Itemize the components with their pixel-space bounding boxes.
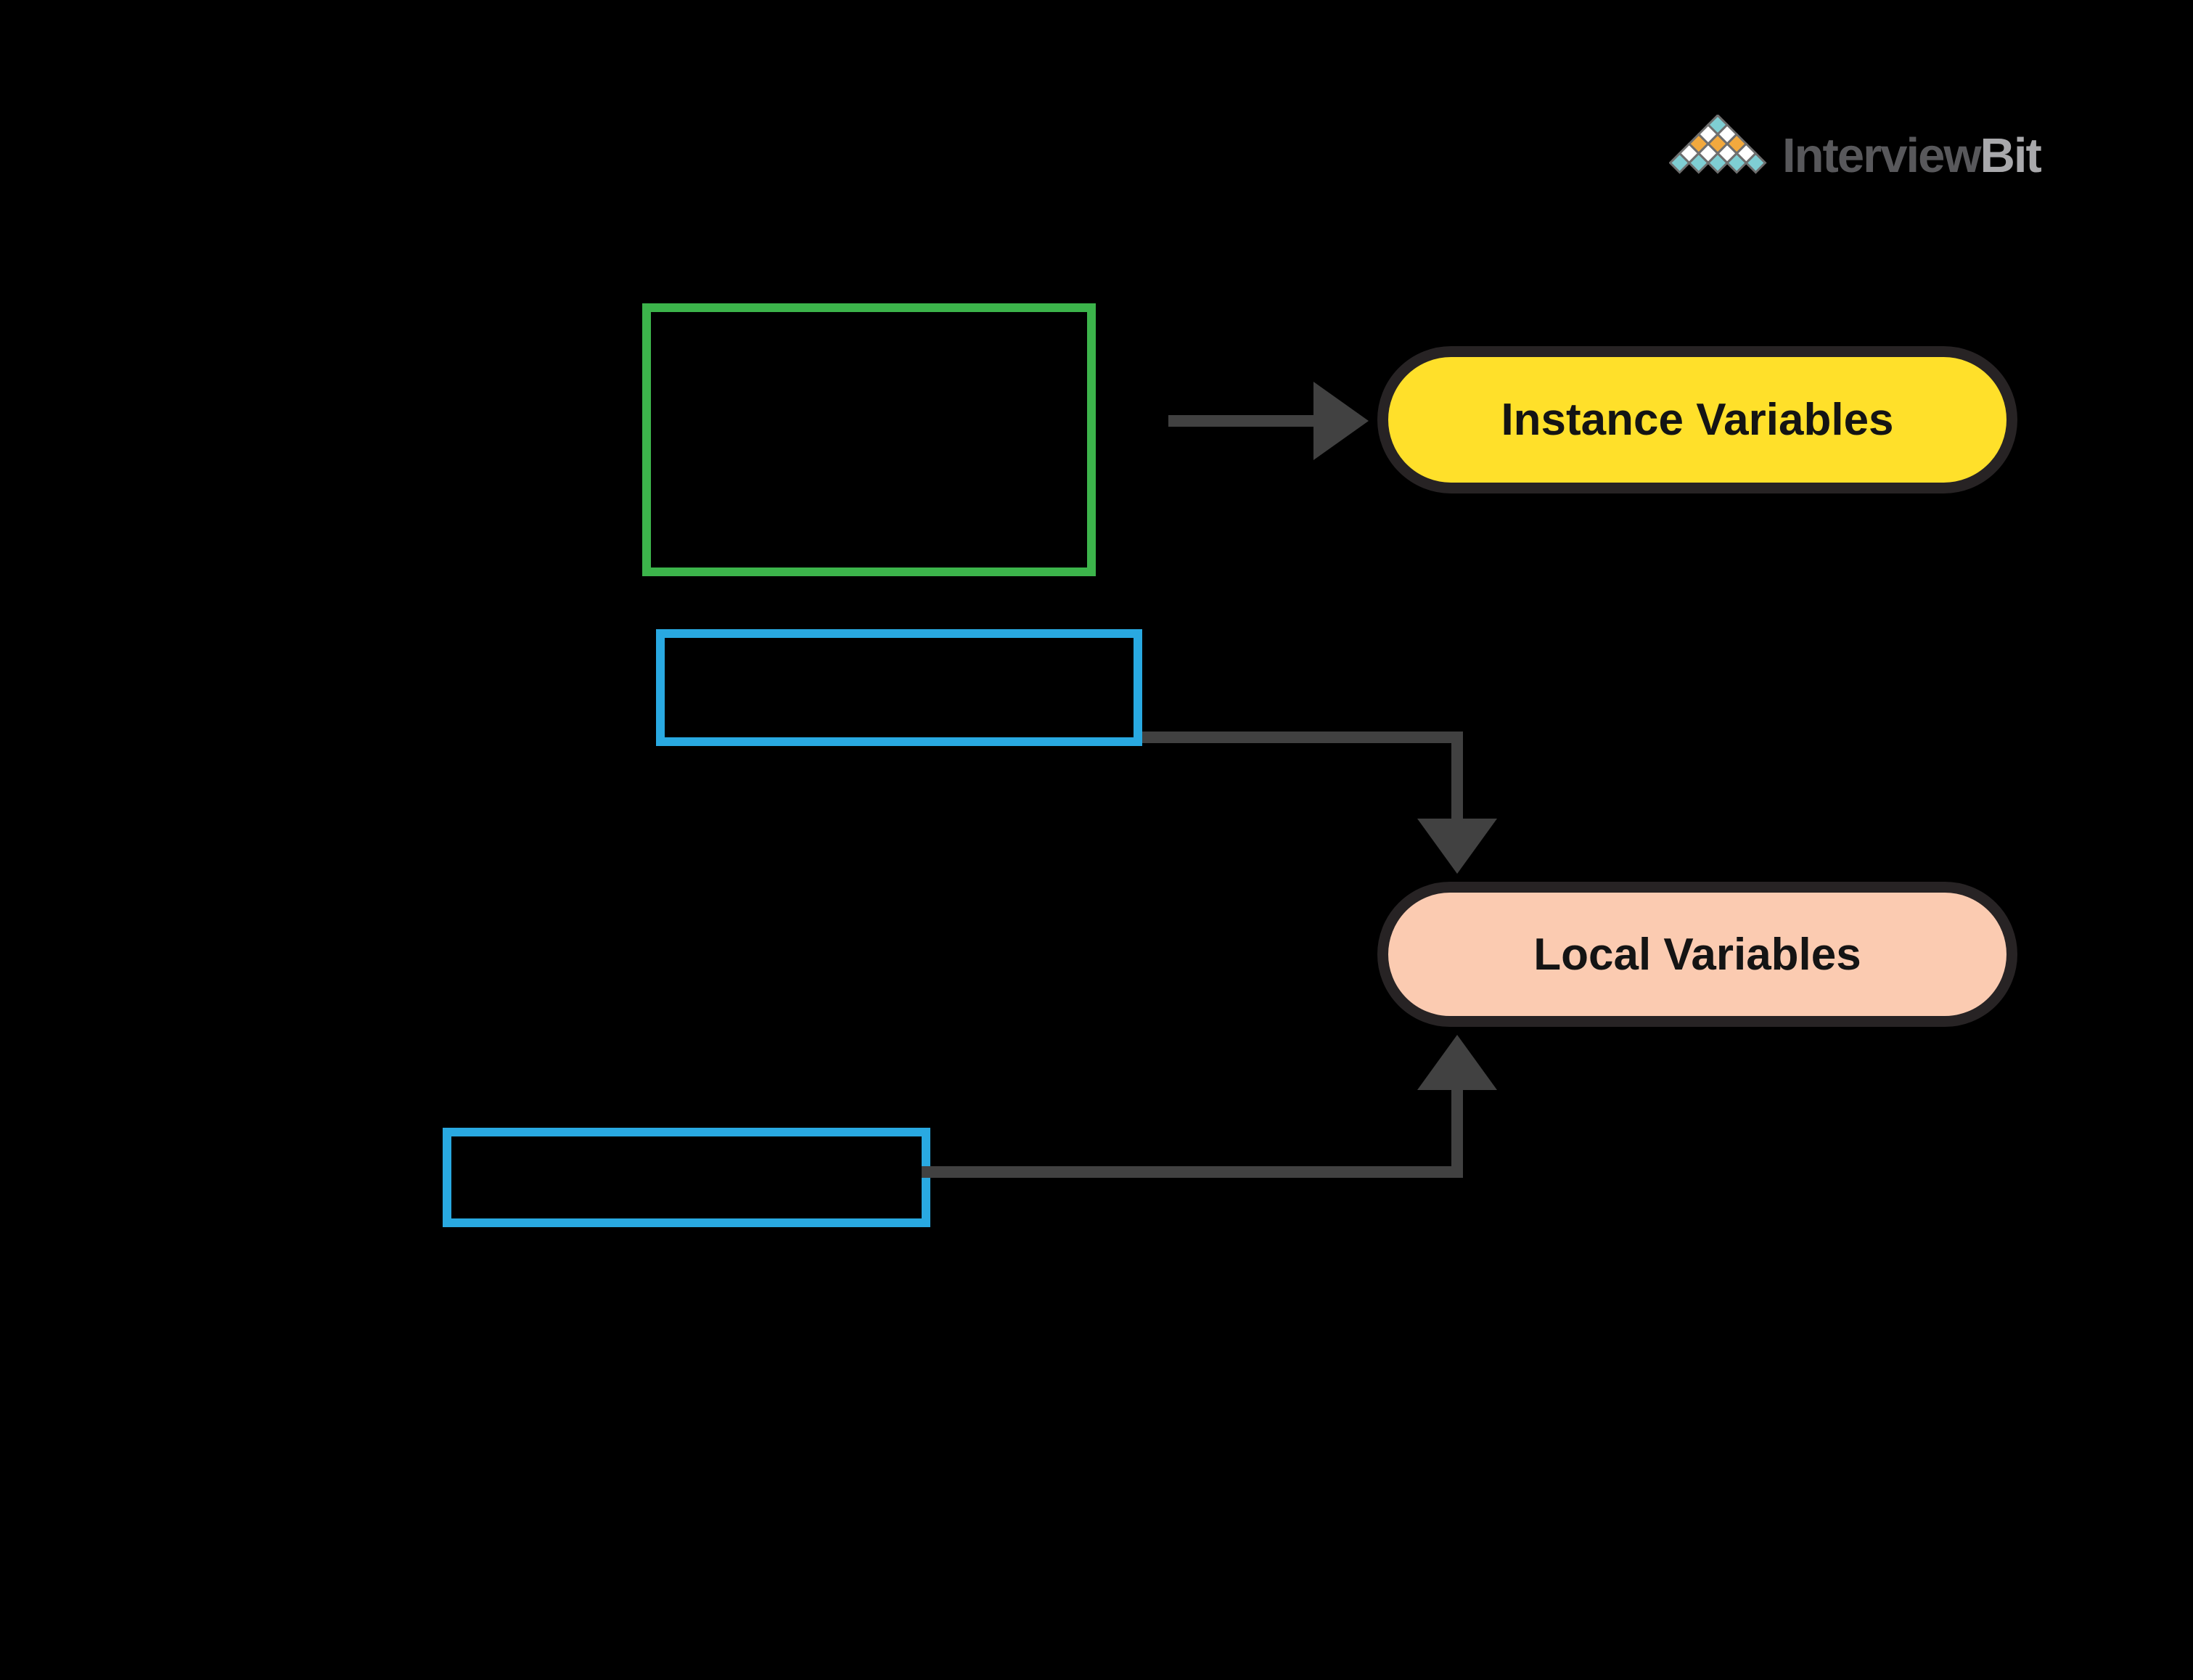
arrow-down-head-icon xyxy=(1417,819,1497,874)
arrow-blue2-to-local-vertical xyxy=(1451,1089,1463,1178)
interviewbit-logo: InterviewBit xyxy=(1669,115,2042,183)
arrow-blue1-to-local-vertical xyxy=(1451,732,1463,820)
green-code-box xyxy=(642,303,1096,576)
arrow-blue2-to-local-horizontal xyxy=(922,1166,1463,1178)
instance-variables-pill: Instance Variables xyxy=(1377,346,2017,493)
pyramid-diamond-teal xyxy=(1687,152,1710,174)
arrow-green-to-instance-shaft xyxy=(1168,415,1313,427)
blue-code-box-top xyxy=(656,629,1142,746)
logo-pyramid-icon xyxy=(1669,115,1767,174)
pyramid-diamond-teal xyxy=(1706,152,1729,174)
brand-text-bit: Bit xyxy=(1980,128,2041,183)
pyramid-diamond-teal xyxy=(1725,152,1748,174)
blue-code-box-bottom xyxy=(443,1128,930,1227)
brand-wordmark: InterviewBit xyxy=(1782,128,2042,183)
brand-text-interview: Interview xyxy=(1782,128,1981,183)
local-variables-label: Local Variables xyxy=(1533,929,1861,980)
arrow-up-head-icon xyxy=(1417,1035,1497,1090)
instance-variables-label: Instance Variables xyxy=(1501,395,1894,445)
arrow-right-head-icon xyxy=(1313,382,1369,460)
pyramid-diamond-teal xyxy=(1745,152,1767,174)
arrow-blue1-to-local-horizontal xyxy=(1142,732,1463,743)
pyramid-diamond-teal xyxy=(1669,152,1691,174)
local-variables-pill: Local Variables xyxy=(1377,882,2017,1027)
